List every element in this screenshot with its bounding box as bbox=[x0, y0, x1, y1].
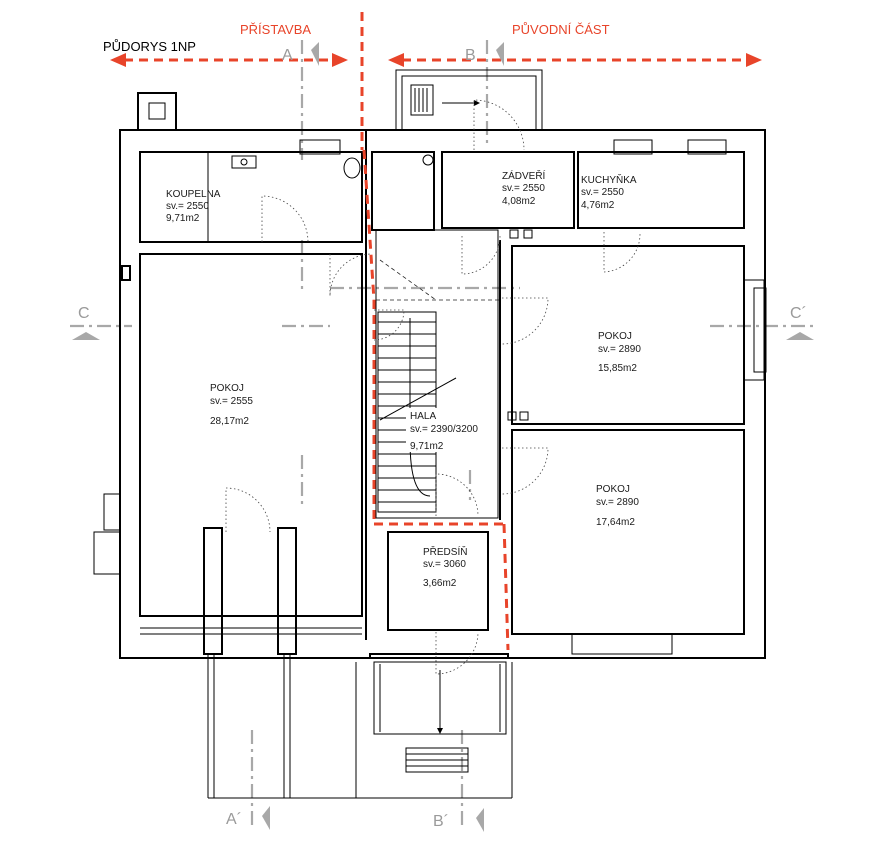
section-a-top-label: A bbox=[282, 47, 293, 64]
chimney bbox=[137, 92, 177, 131]
room-area: 4,76m2 bbox=[581, 200, 615, 211]
room-zadveri: ZÁDVEŘÍ sv.= 2550 4,08m2 bbox=[502, 169, 546, 207]
extension-arrow bbox=[110, 53, 348, 67]
wall-niche bbox=[121, 265, 131, 281]
room-area: 17,64m2 bbox=[596, 517, 635, 528]
columns bbox=[507, 229, 533, 421]
room-area: 28,17m2 bbox=[210, 416, 249, 427]
room-name: POKOJ bbox=[596, 484, 630, 495]
room-height: sv.= 2550 bbox=[166, 201, 209, 212]
room-height: sv.= 2890 bbox=[596, 497, 639, 508]
section-c-left-label: C bbox=[78, 305, 90, 322]
room-pokoj-large: POKOJ sv.= 2555 28,17m2 bbox=[210, 383, 253, 427]
room-name: POKOJ bbox=[210, 383, 244, 394]
room-height: sv.= 3060 bbox=[423, 559, 466, 570]
room-area: 9,71m2 bbox=[166, 213, 200, 224]
room-name: KOUPELNA bbox=[166, 189, 221, 200]
bay-windows bbox=[571, 279, 767, 655]
plan-title: PŮDORYS 1NP bbox=[103, 39, 196, 54]
room-predsin: PŘEDSÍŇ sv.= 3060 3,66m2 bbox=[423, 545, 467, 589]
extension-label: PŘÍSTAVBA bbox=[240, 22, 311, 37]
section-a-bottom-label: A´ bbox=[226, 811, 242, 828]
room-area: 15,85m2 bbox=[598, 363, 637, 374]
section-b-bottom-label: B´ bbox=[433, 813, 449, 830]
section-line-b bbox=[460, 40, 504, 832]
room-pokoj-1: POKOJ sv.= 2890 15,85m2 bbox=[598, 331, 641, 374]
section-line-c bbox=[70, 286, 815, 340]
room-koupelna: KOUPELNA sv.= 2550 9,71m2 bbox=[166, 189, 221, 224]
original-part-arrow bbox=[388, 53, 762, 67]
room-kuchynka: KUCHYŇKA sv.= 2550 4,76m2 bbox=[581, 173, 637, 211]
room-hala: HALA sv.= 2390/3200 9,71m2 bbox=[406, 408, 486, 452]
section-b-top-label: B bbox=[465, 47, 476, 64]
room-height: sv.= 2890 bbox=[598, 344, 641, 355]
section-c-right-label: C´ bbox=[790, 305, 807, 322]
entrance-stairs bbox=[208, 661, 513, 799]
room-area: 3,66m2 bbox=[423, 578, 457, 589]
room-name: HALA bbox=[410, 411, 436, 422]
bathroom-fixtures bbox=[207, 152, 434, 242]
room-height: sv.= 2550 bbox=[581, 187, 624, 198]
room-name: POKOJ bbox=[598, 331, 632, 342]
section-line-a bbox=[250, 40, 319, 830]
door-swings bbox=[225, 99, 641, 675]
room-area: 4,08m2 bbox=[502, 196, 536, 207]
room-height: sv.= 2390/3200 bbox=[410, 424, 478, 435]
rear-steps bbox=[395, 69, 543, 131]
original-part-label: PŮVODNÍ ČÁST bbox=[512, 22, 610, 37]
room-height: sv.= 2550 bbox=[502, 183, 545, 194]
facade-element-lower bbox=[93, 531, 121, 575]
room-name: ZÁDVEŘÍ bbox=[502, 169, 546, 182]
room-area: 9,71m2 bbox=[410, 441, 444, 452]
interior-walls bbox=[365, 130, 745, 640]
room-name: PŘEDSÍŇ bbox=[423, 545, 467, 558]
room-name: KUCHYŇKA bbox=[581, 173, 637, 186]
room-pokoj-2: POKOJ sv.= 2890 17,64m2 bbox=[596, 484, 639, 528]
kitchen-windows bbox=[299, 139, 727, 155]
facade-element bbox=[103, 493, 121, 531]
extension-boundary bbox=[360, 12, 510, 651]
room-height: sv.= 2555 bbox=[210, 396, 253, 407]
terrace bbox=[140, 527, 362, 798]
